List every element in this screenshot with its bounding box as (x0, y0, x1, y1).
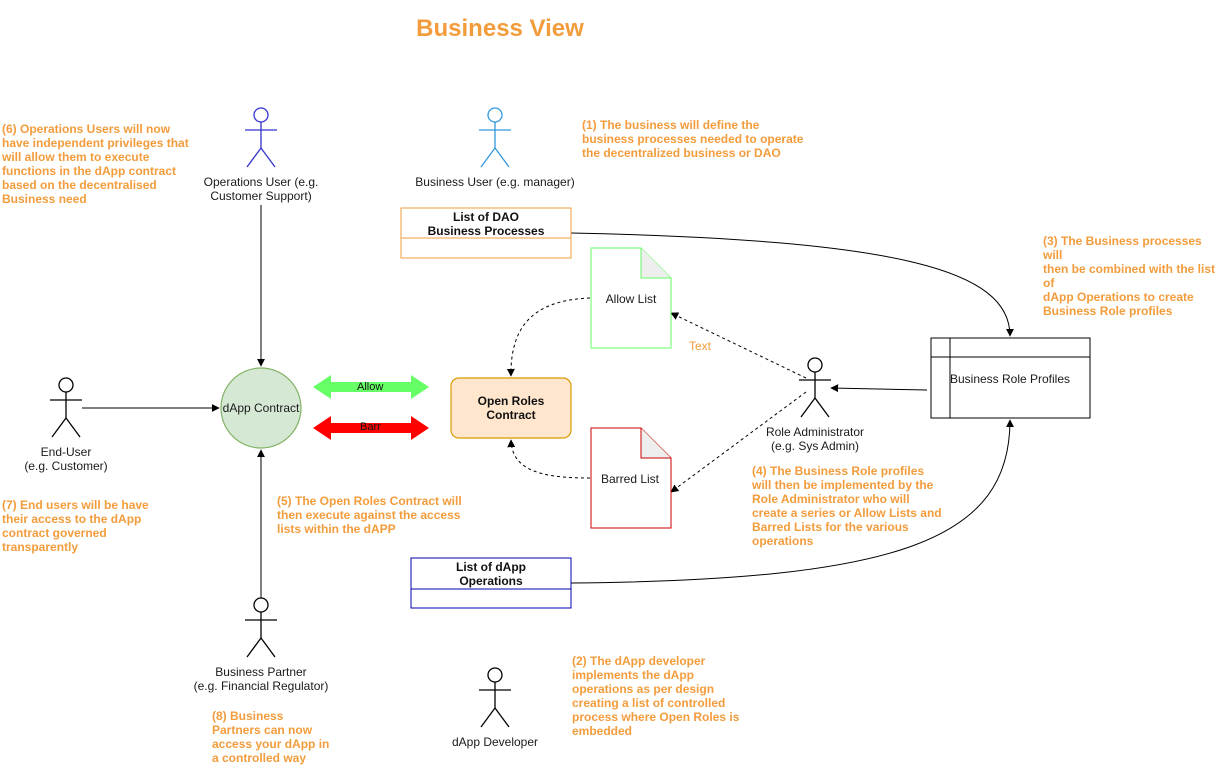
business-role-profiles-box[interactable] (930, 337, 1091, 419)
allow-arrow (313, 375, 429, 399)
allow-list-to-open-roles-edge (506, 297, 591, 377)
admin-to-barred-list-edge (670, 391, 807, 493)
role-administrator-actor[interactable] (799, 357, 831, 418)
business-role-profiles-label: Business Role Profiles (949, 372, 1071, 386)
allow-list-label: Allow List (605, 292, 657, 306)
admin-to-allow-list-edge (670, 312, 807, 379)
business-user-label: Business User (e.g. manager) (415, 175, 575, 189)
note-1: (1) The business will define the busines… (582, 118, 804, 160)
dapp-contract-label: dApp Contract (222, 401, 300, 415)
allow-arrow-label: Allow (357, 381, 384, 393)
dapp-operations-box[interactable] (410, 557, 572, 609)
barr-arrow (313, 416, 429, 440)
barr-arrow-label: Barr (360, 421, 381, 433)
barred-list-to-open-roles-edge (507, 439, 591, 479)
text-edge-label: Text (689, 339, 712, 353)
dapp-operations-label: List of dApp Operations (456, 560, 526, 588)
end-user-actor[interactable] (50, 377, 82, 438)
profiles-to-admin-edge (830, 384, 928, 393)
barred-list-label: Barred List (600, 472, 660, 486)
note-5: (5) The Open Roles Contract will then ex… (277, 494, 462, 536)
page-title: Business View (416, 15, 584, 42)
note-2: (2) The dApp developer implements the dA… (572, 654, 740, 738)
note-8: (8) Business Partners can now access you… (212, 709, 330, 765)
operations-user-actor[interactable] (245, 107, 277, 168)
dapp-contract-node[interactable] (220, 367, 302, 449)
role-administrator-label: Role Administrator (e.g. Sys Admin) (765, 425, 865, 453)
dao-to-profiles-edge (570, 232, 1014, 337)
dapp-developer-actor[interactable] (479, 667, 511, 728)
dapp-developer-label: dApp Developer (451, 735, 539, 749)
business-user-actor[interactable] (479, 107, 511, 168)
note-7: (7) End users will be have their access … (2, 498, 149, 554)
end-user-label: End-User (e.g. Customer) (24, 445, 108, 473)
operations-user-label: Operations User (e.g. Customer Support) (203, 175, 319, 203)
open-roles-contract-label: Open Roles Contract (477, 394, 545, 422)
operations-to-profiles-edge (570, 419, 1014, 584)
barred-list-fold (640, 428, 671, 459)
note-6: (6) Operations Users will now have indep… (2, 122, 189, 206)
business-partner-label: Business Partner (e.g. Financial Regulat… (193, 665, 329, 693)
open-roles-contract-node[interactable] (450, 377, 572, 439)
dao-processes-box[interactable] (400, 207, 572, 259)
business-partner-actor[interactable] (245, 597, 277, 658)
note-3: (3) The Business processes will then be … (1043, 234, 1216, 318)
allow-list-fold (640, 248, 671, 279)
note-4: (4) The Business Role profiles will then… (752, 464, 942, 548)
dao-processes-label: List of DAO Business Processes (427, 210, 545, 238)
